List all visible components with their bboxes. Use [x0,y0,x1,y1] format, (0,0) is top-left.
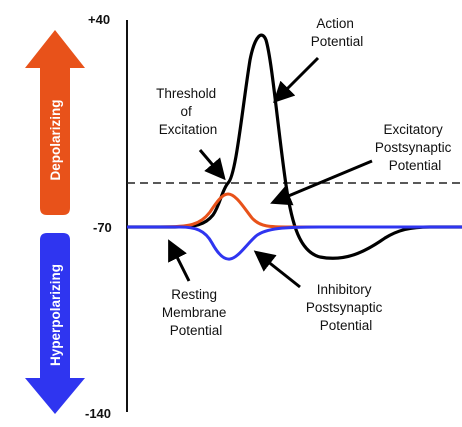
hyperpolarizing-arrow [25,233,85,414]
tick-plus-40: +40 [88,12,110,27]
action-potential-pointer [273,56,320,103]
ipsp-pointer [253,250,301,289]
epsp-curve [159,192,320,229]
tick-minus-70: -70 [93,220,112,235]
depolarizing-arrow [25,30,85,215]
epsp-label: Excitatory Postsynaptic Potential [375,122,455,173]
threshold-label: Threshold of Excitation [156,86,220,137]
resting-pointer [168,239,191,282]
hyperpolarizing-arrow-label: Hyperpolarizing [48,264,63,366]
ipsp-curve [127,225,462,261]
threshold-pointer [198,149,226,181]
epsp-pointer [270,159,373,206]
action-potential-label: Action Potential [311,16,364,49]
depolarizing-arrow-label: Depolarizing [48,99,63,180]
resting-potential-label: Resting Membrane Potential [162,287,230,338]
tick-minus-140: -140 [85,406,111,421]
ipsp-label: Inhibitory Postsynaptic Potential [306,282,386,333]
